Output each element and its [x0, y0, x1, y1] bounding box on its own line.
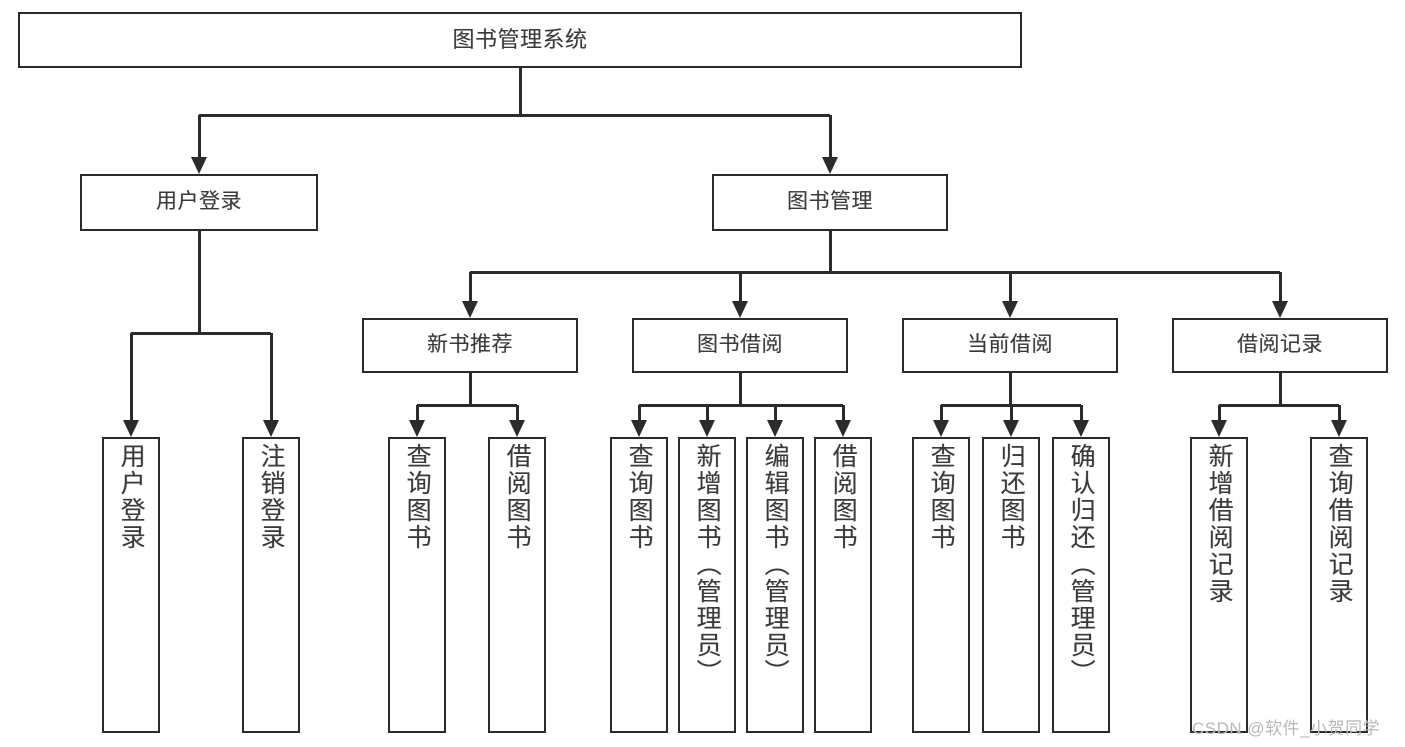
leaf-add-record[interactable]: 新增借阅记录: [1190, 437, 1248, 733]
leaf-query-book-3[interactable]: 查询图书: [912, 437, 970, 733]
leaf-confirm-return-label: 确认归还（管理员）: [1067, 443, 1096, 686]
connector-group-stem-3: [1008, 373, 1012, 405]
node-user-login-label: 用户登录: [156, 190, 242, 214]
connector-drop-level1-0: [197, 115, 201, 157]
arrowhead-icon: [1331, 420, 1347, 437]
leaf-edit-book[interactable]: 编辑图书（管理员）: [746, 437, 804, 733]
connector-drop-leaf-2-2: [773, 405, 777, 420]
arrowhead-icon: [767, 420, 783, 437]
arrowhead-icon: [732, 301, 748, 318]
connector-group-bus-4: [1219, 403, 1339, 407]
node-borrow-record[interactable]: 借阅记录: [1172, 318, 1388, 373]
connector-group-bus-1: [417, 403, 517, 407]
node-book-manage-label: 图书管理: [787, 190, 873, 214]
connector-drop-leaf-1-1: [515, 405, 519, 420]
connector-drop-leaf-4-1: [1337, 405, 1341, 420]
connector-root-stem: [518, 68, 522, 115]
arrowhead-icon: [409, 420, 425, 437]
arrowhead-icon: [1272, 301, 1288, 318]
node-book-borrow-label: 图书借阅: [697, 333, 783, 357]
leaf-confirm-return[interactable]: 确认归还（管理员）: [1052, 437, 1110, 733]
arrowhead-icon: [1003, 420, 1019, 437]
leaf-borrow-book-2-label: 借阅图书: [829, 443, 858, 551]
leaf-user-logout[interactable]: 注销登录: [242, 437, 300, 733]
arrowhead-icon: [263, 420, 279, 437]
node-user-login[interactable]: 用户登录: [80, 174, 318, 231]
connector-drop-level2-3: [1278, 272, 1282, 301]
leaf-user-logout-label: 注销登录: [257, 443, 286, 551]
arrowhead-icon: [1211, 420, 1227, 437]
connector-drop-leaf-4-0: [1217, 405, 1221, 420]
arrowhead-icon: [462, 301, 478, 318]
csdn-watermark: CSDN @软件_小贺同学: [1192, 719, 1381, 738]
node-root[interactable]: 图书管理系统: [18, 12, 1022, 68]
leaf-query-book-1[interactable]: 查询图书: [388, 437, 446, 733]
leaf-query-book-3-label: 查询图书: [927, 443, 956, 551]
arrowhead-icon: [933, 420, 949, 437]
connector-group-stem-2: [738, 373, 742, 405]
connector-drop-level1-1: [828, 115, 832, 157]
connector-drop-leaf-3-2: [1079, 405, 1083, 420]
connector-drop-leaf-3-1: [1009, 405, 1013, 420]
connector-bookmanage-bus: [470, 270, 1280, 274]
node-borrow-record-label: 借阅记录: [1237, 333, 1323, 357]
connector-drop-leaf-2-3: [841, 405, 845, 420]
leaf-user-login-label: 用户登录: [117, 443, 146, 551]
connector-drop-leaf-1-0: [415, 405, 419, 420]
leaf-borrow-book-1[interactable]: 借阅图书: [488, 437, 546, 733]
connector-group-stem-1: [468, 373, 472, 405]
leaf-add-book[interactable]: 新增图书（管理员）: [678, 437, 736, 733]
connector-drop-leaf-3-0: [939, 405, 943, 420]
arrowhead-icon: [1002, 301, 1018, 318]
connector-drop-level2-1: [738, 272, 742, 301]
node-current-borrow-label: 当前借阅: [967, 333, 1053, 357]
leaf-add-book-label: 新增图书（管理员）: [693, 443, 722, 686]
connector-drop-leaf-0-0: [129, 333, 133, 420]
arrowhead-icon: [835, 420, 851, 437]
connector-drop-leaf-2-0: [637, 405, 641, 420]
connector-root-bus: [199, 113, 830, 117]
leaf-borrow-book-2[interactable]: 借阅图书: [814, 437, 872, 733]
arrowhead-icon: [699, 420, 715, 437]
arrowhead-icon: [631, 420, 647, 437]
connector-group-bus-2: [639, 403, 843, 407]
leaf-borrow-book-1-label: 借阅图书: [503, 443, 532, 551]
connector-drop-level2-2: [1008, 272, 1012, 301]
leaf-query-record-label: 查询借阅记录: [1325, 443, 1354, 605]
connector-drop-level2-0: [468, 272, 472, 301]
node-book-manage[interactable]: 图书管理: [712, 174, 948, 231]
leaf-add-record-label: 新增借阅记录: [1205, 443, 1234, 605]
arrowhead-icon: [1073, 420, 1089, 437]
connector-drop-leaf-0-1: [269, 333, 273, 420]
arrowhead-icon: [822, 157, 838, 174]
connector-drop-leaf-2-1: [705, 405, 709, 420]
node-root-label: 图书管理系统: [452, 27, 588, 53]
leaf-return-book[interactable]: 归还图书: [982, 437, 1040, 733]
leaf-return-book-label: 归还图书: [997, 443, 1026, 551]
leaf-query-record[interactable]: 查询借阅记录: [1310, 437, 1368, 733]
arrowhead-icon: [191, 157, 207, 174]
leaf-query-book-1-label: 查询图书: [403, 443, 432, 551]
leaf-user-login[interactable]: 用户登录: [102, 437, 160, 733]
connector-group-stem-4: [1278, 373, 1282, 405]
leaf-query-book-2-label: 查询图书: [625, 443, 654, 551]
node-book-borrow[interactable]: 图书借阅: [632, 318, 848, 373]
connector-group-bus-0: [131, 331, 271, 335]
node-new-book-recommend[interactable]: 新书推荐: [362, 318, 578, 373]
leaf-query-book-2[interactable]: 查询图书: [610, 437, 668, 733]
arrowhead-icon: [509, 420, 525, 437]
connector-bookmanage-stem: [828, 231, 832, 272]
connector-group-stem-0: [197, 231, 201, 333]
node-current-borrow[interactable]: 当前借阅: [902, 318, 1118, 373]
node-new-book-recommend-label: 新书推荐: [427, 333, 513, 357]
leaf-edit-book-label: 编辑图书（管理员）: [761, 443, 790, 686]
arrowhead-icon: [123, 420, 139, 437]
